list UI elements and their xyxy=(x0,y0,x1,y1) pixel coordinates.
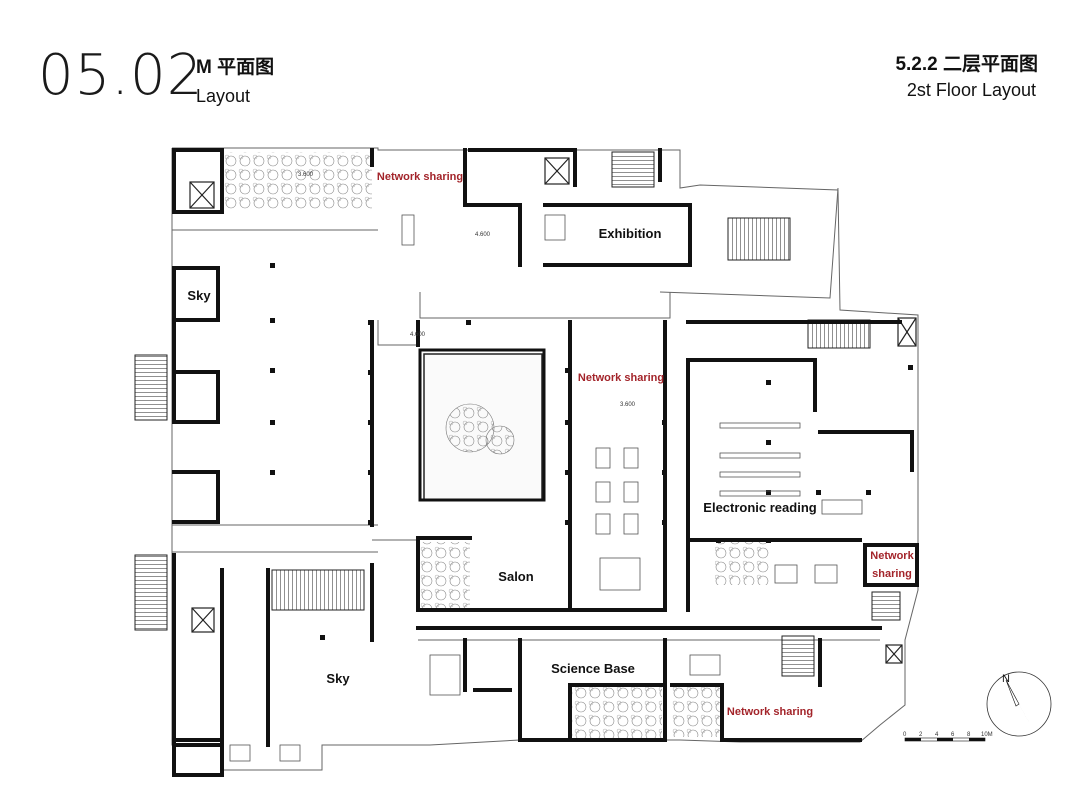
room-label-science-base: Science Base xyxy=(551,661,635,676)
room-label-electronic-reading: Electronic reading xyxy=(703,500,816,515)
building-outline xyxy=(171,147,919,771)
scale-tick-6: 6 xyxy=(951,732,955,738)
scale-tick-2: 2 xyxy=(919,732,923,738)
room-label-salon: Salon xyxy=(498,569,533,584)
network-sharing-label-right-line2: sharing xyxy=(872,568,912,580)
scale-tick-10m: 10M xyxy=(981,732,993,738)
network-sharing-label-top: Network sharing xyxy=(377,171,463,183)
scale-tick-0: 0 xyxy=(903,732,907,738)
title-chinese: M 平面图 xyxy=(196,57,275,78)
scale-tick-8: 8 xyxy=(967,732,971,738)
landscape-planting xyxy=(222,152,770,740)
level-marker-top-left: 3.600 xyxy=(298,172,314,178)
level-marker-atrium: 4.600 xyxy=(410,332,426,338)
atrium-frame xyxy=(418,348,546,502)
level-marker-exhibition-area: 4.600 xyxy=(475,232,491,238)
network-sharing-label-middle: Network sharing xyxy=(578,372,664,384)
section-number: 05.02 xyxy=(38,43,204,108)
structural-columns xyxy=(270,263,913,640)
network-sharing-label-bottom: Network sharing xyxy=(727,706,813,718)
network-sharing-label-right-line1: Network xyxy=(870,550,914,562)
section-title-english: 2st Floor Layout xyxy=(906,80,1036,100)
room-label-sky-lower: Sky xyxy=(326,671,350,686)
north-arrow-icon: N xyxy=(986,671,1052,737)
north-label: N xyxy=(1002,673,1010,685)
title-english: Layout xyxy=(196,86,251,106)
scale-tick-4: 4 xyxy=(935,732,939,738)
walls xyxy=(172,148,919,777)
scale-bar: 0 2 4 6 8 10M xyxy=(903,732,993,742)
room-label-exhibition: Exhibition xyxy=(599,226,662,241)
furniture xyxy=(229,214,863,762)
staircases xyxy=(134,151,901,677)
elevators xyxy=(189,157,917,664)
level-marker-middle: 3.600 xyxy=(620,402,636,408)
section-title-chinese: 5.2.2 二层平面图 xyxy=(895,54,1038,75)
room-label-sky-upper: Sky xyxy=(187,288,211,303)
